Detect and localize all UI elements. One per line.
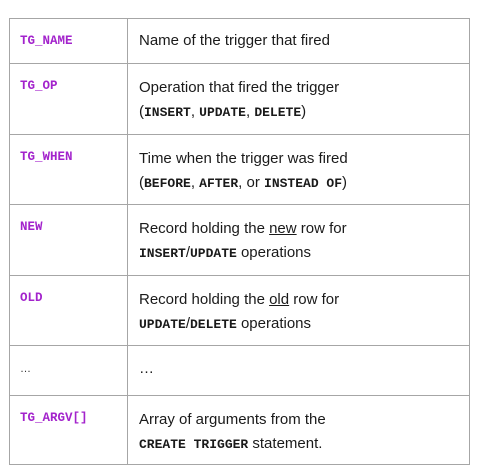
description-cell: Record holding the old row for UPDATE/DE… bbox=[127, 275, 470, 346]
variable-name-cell: TG_ARGV[] bbox=[9, 395, 128, 465]
variable-name: TG_WHEN bbox=[20, 150, 73, 164]
table-row: TG_OP Operation that fired the trigger (… bbox=[9, 63, 470, 135]
description: Array of arguments from the CREATE TRIGG… bbox=[139, 411, 326, 452]
variable-name-cell: NEW bbox=[9, 204, 128, 276]
description-cell: Operation that fired the trigger (INSERT… bbox=[127, 63, 470, 135]
description: Name of the trigger that fired bbox=[139, 32, 330, 49]
table-row: … … bbox=[9, 345, 470, 396]
variable-name-cell: TG_OP bbox=[9, 63, 128, 135]
variable-name-cell: OLD bbox=[9, 275, 128, 346]
variable-name-cell: TG_WHEN bbox=[9, 134, 128, 205]
table-row: TG_NAME Name of the trigger that fired bbox=[9, 18, 470, 64]
variable-name-cell: TG_NAME bbox=[9, 18, 128, 64]
description: Record holding the new row for INSERT/UP… bbox=[139, 220, 347, 261]
description-cell: Record holding the new row for INSERT/UP… bbox=[127, 204, 470, 276]
description: Record holding the old row for UPDATE/DE… bbox=[139, 291, 340, 332]
variable-name: TG_OP bbox=[20, 79, 58, 93]
table-row: TG_WHEN Time when the trigger was fired … bbox=[9, 134, 470, 205]
description-cell: Time when the trigger was fired (BEFORE,… bbox=[127, 134, 470, 205]
variable-name: NEW bbox=[20, 220, 43, 234]
variable-name: … bbox=[20, 363, 31, 375]
description-cell: Array of arguments from the CREATE TRIGG… bbox=[127, 395, 470, 465]
description-cell: Name of the trigger that fired bbox=[127, 18, 470, 64]
variable-name: TG_ARGV[] bbox=[20, 411, 88, 425]
description: Operation that fired the trigger (INSERT… bbox=[139, 79, 340, 120]
description: Time when the trigger was fired (BEFORE,… bbox=[139, 150, 348, 191]
table-row: TG_ARGV[] Array of arguments from the CR… bbox=[9, 395, 470, 465]
table-row: OLD Record holding the old row for UPDAT… bbox=[9, 275, 470, 346]
description: … bbox=[139, 360, 154, 377]
variable-name: TG_NAME bbox=[20, 34, 73, 48]
variable-name: OLD bbox=[20, 291, 43, 305]
description-cell: … bbox=[127, 345, 470, 396]
table-row: NEW Record holding the new row for INSER… bbox=[9, 204, 470, 276]
trigger-variables-table: TG_NAME Name of the trigger that fired T… bbox=[9, 18, 470, 465]
variable-name-cell: … bbox=[9, 345, 128, 396]
